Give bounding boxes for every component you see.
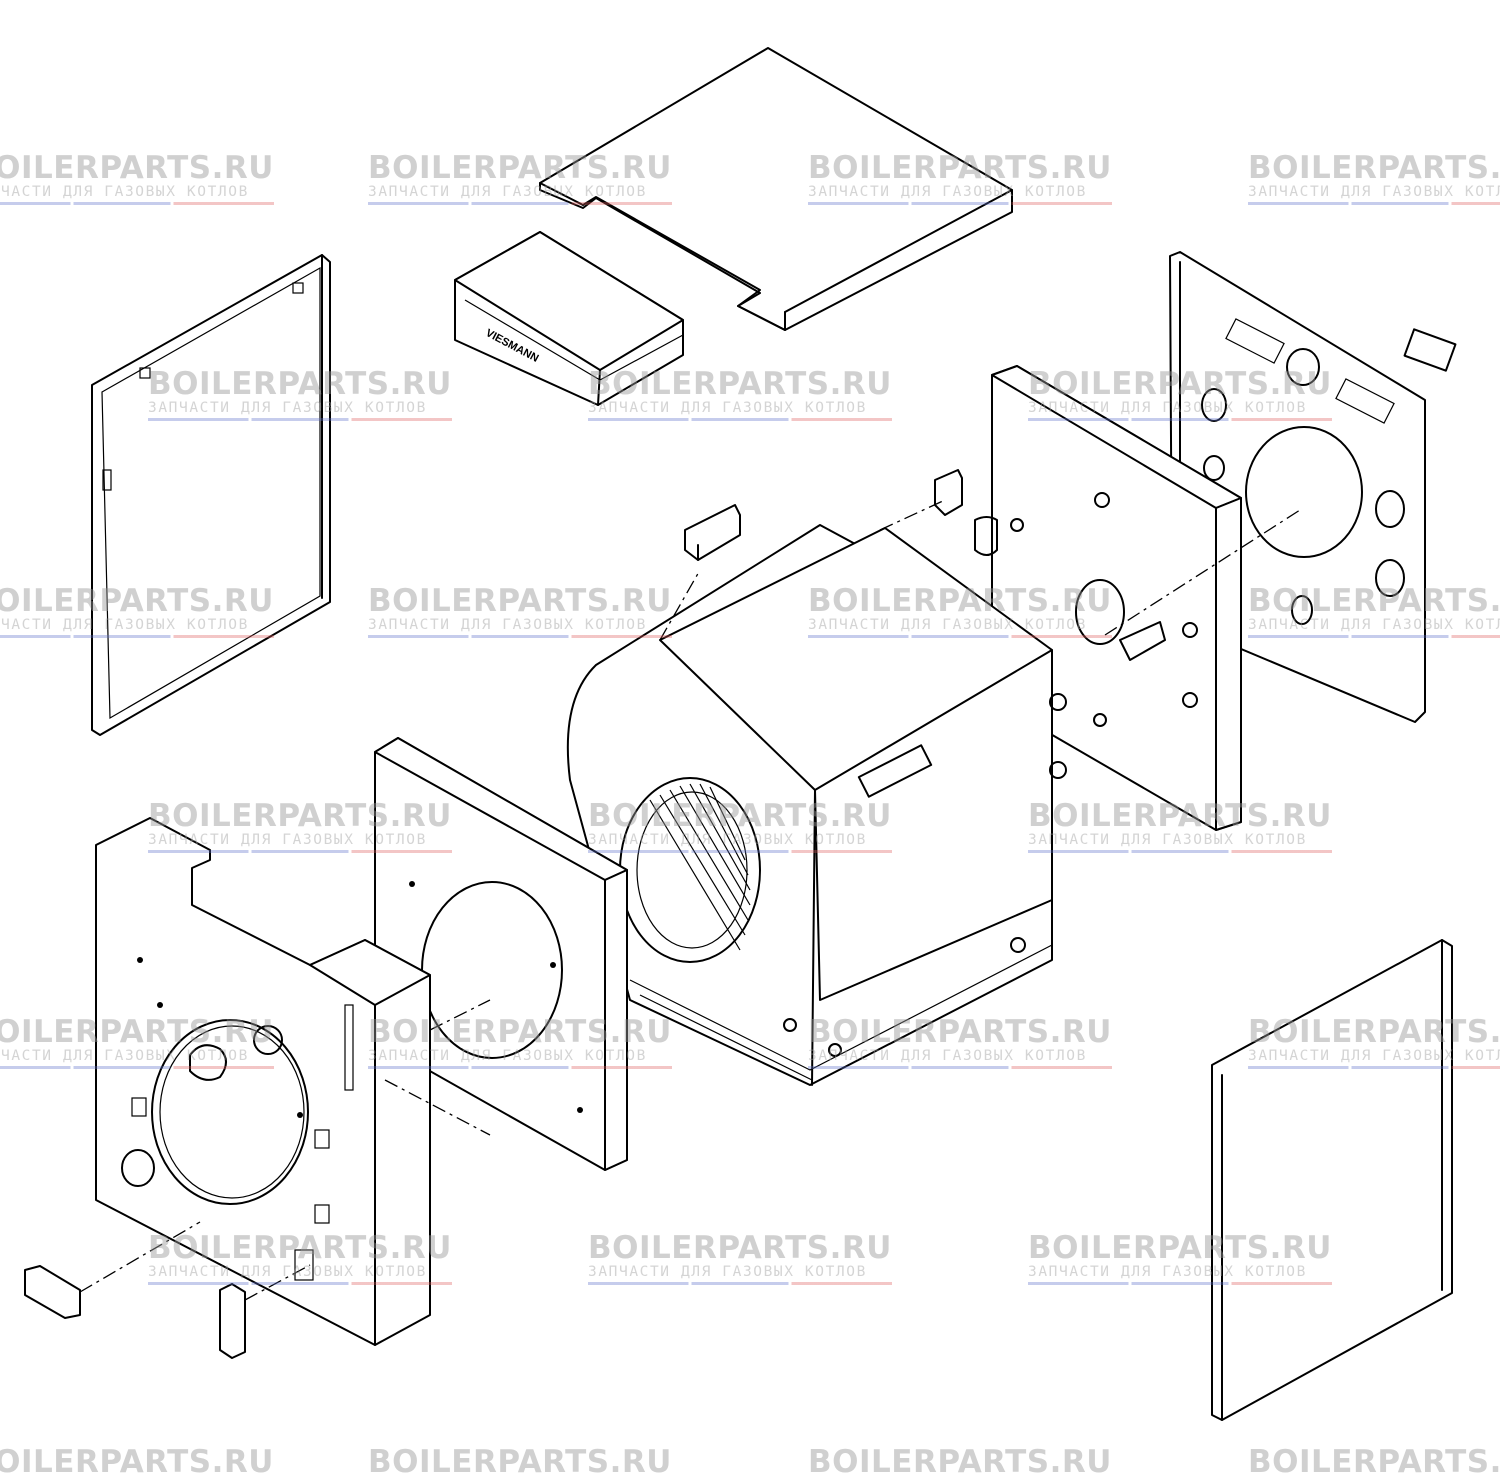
small-bracket-a[interactable] <box>24 1265 81 1319</box>
assembly-guide-lines <box>79 499 1301 1301</box>
burner-grille <box>649 783 751 951</box>
bracket-left[interactable] <box>684 504 741 561</box>
bracket-right[interactable] <box>934 469 963 516</box>
right-door-panel[interactable] <box>1211 939 1453 1421</box>
highlighted-insulation-board[interactable] <box>991 365 1242 831</box>
front-insulation-board[interactable] <box>374 737 628 1171</box>
top-cover-panel[interactable] <box>539 47 1013 331</box>
left-side-panel[interactable] <box>91 254 331 736</box>
front-frame-panel[interactable] <box>95 817 431 1346</box>
heat-exchanger-body[interactable] <box>566 516 1067 1086</box>
small-bracket-b[interactable] <box>219 1283 246 1359</box>
bracket-center[interactable] <box>1119 621 1166 661</box>
control-unit[interactable]: VIESMANN <box>454 231 684 406</box>
